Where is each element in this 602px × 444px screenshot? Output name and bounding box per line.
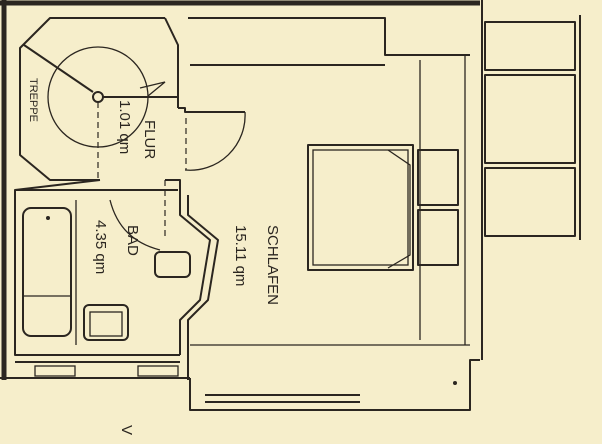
room-label-schlafen: SCHLAFEN — [264, 225, 281, 305]
room-area-flur: 1.01 qm — [116, 100, 133, 154]
edge-mark: V — [118, 425, 135, 435]
outer-walls — [0, 0, 483, 411]
room-area-bad: 4.35 qm — [92, 220, 109, 274]
cabinets — [484, 15, 581, 240]
bedroom — [188, 17, 470, 346]
stair — [19, 17, 179, 181]
hallway — [165, 107, 246, 195]
room-label-bad: BAD — [124, 225, 141, 256]
room-label-flur: FLUR — [141, 120, 158, 159]
bathroom — [14, 179, 219, 380]
room-area-schlafen: 15.11 qm — [232, 225, 249, 286]
room-label-treppe: TREPPE — [27, 78, 39, 122]
